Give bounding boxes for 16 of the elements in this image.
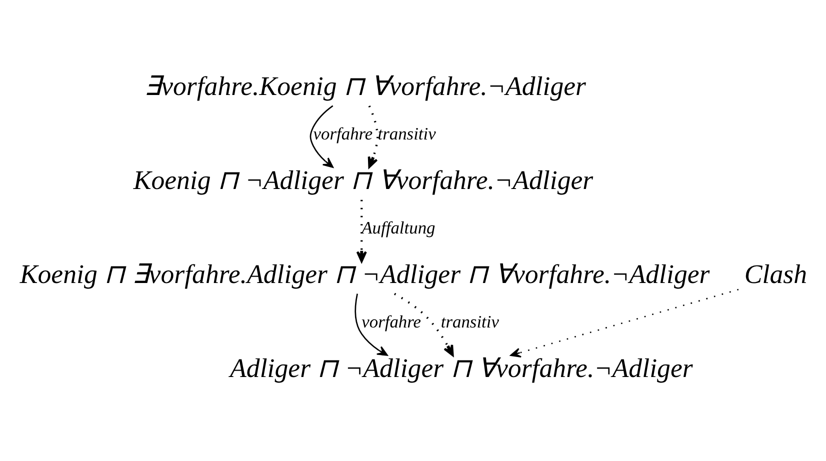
edge-label: vorfahre [313,124,373,144]
arrow [310,105,334,168]
node-text: Koenig ⊓ ¬Adliger ⊓ ∀vorfahre.¬Adliger [133,164,594,195]
arrow [354,294,388,356]
arrow [394,292,454,356]
edge-label: transitiv [378,124,436,144]
arrow [510,288,739,358]
node-text: Koenig ⊓ ∃vorfahre.Adliger ⊓ ¬Adliger ⊓ ∀vorfahre.¬Adliger [20,258,710,289]
arrow [356,200,367,262]
edge-label: Auffaltung [362,218,436,238]
arrow [368,106,379,168]
node-text: Adliger ⊓ ¬Adliger ⊓ ∀vorfahre.¬Adliger [230,352,693,383]
node-text: Clash [744,258,808,289]
edge-label: transitiv [440,312,500,332]
node-text: ∃vorfahre.Koenig ⊓ ∀vorfahre.¬Adliger [144,70,586,101]
edge-label: vorfahre [362,312,422,332]
